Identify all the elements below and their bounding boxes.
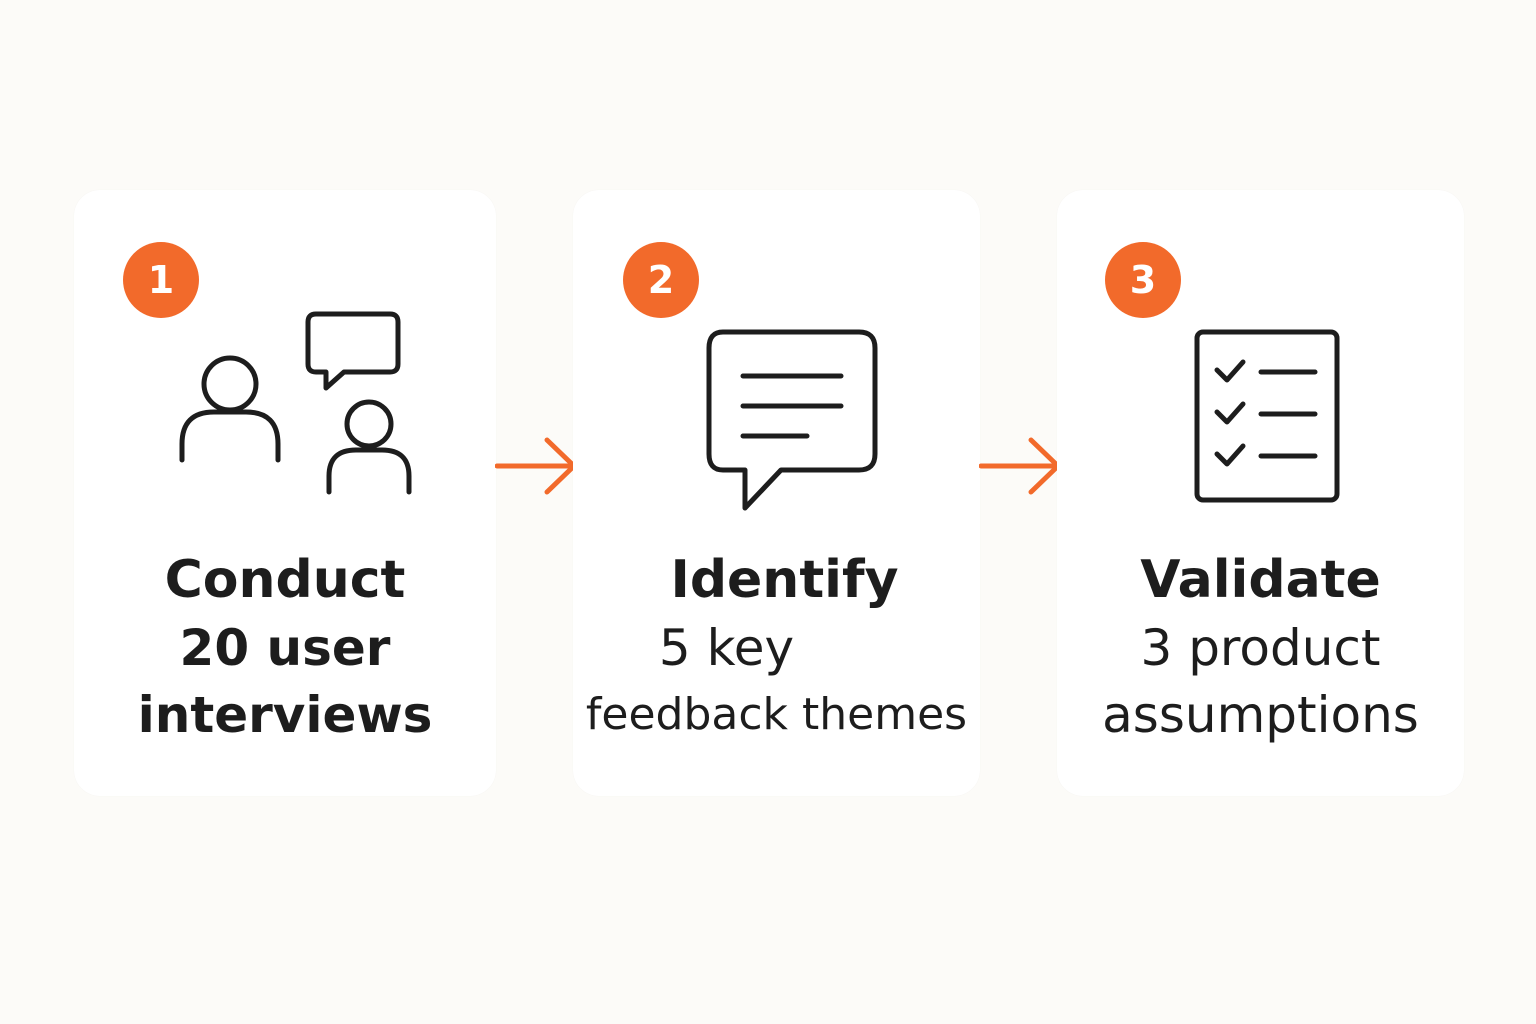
arrow-right-icon	[495, 437, 577, 495]
people-talking-icon	[179, 311, 412, 495]
checklist-icon	[1194, 329, 1340, 503]
step-card-3: 3 Validate 3 product assumptions	[1057, 190, 1464, 796]
step-detail-line-1: 3 product	[1140, 619, 1381, 677]
step-title: Identify	[670, 550, 899, 610]
step-number-badge: 3	[1105, 242, 1181, 318]
step-number-badge: 2	[623, 242, 699, 318]
speech-bubble-lines-icon	[706, 329, 878, 511]
step-detail-line-2: feedback themes	[585, 689, 968, 740]
step-number-badge: 1	[123, 242, 199, 318]
step-title: Validate	[1140, 550, 1381, 610]
step-card-1: 1 Conduct 20 user interviews	[74, 190, 496, 796]
arrow-right-icon	[979, 437, 1061, 495]
step-detail-line-1: 5 key	[658, 619, 795, 677]
step-detail-line-1: 20 user	[179, 619, 391, 677]
step-card-2: 2 Identify 5 key feedback themes	[573, 190, 980, 796]
step-detail-line-2: assumptions	[1102, 686, 1419, 744]
step-detail-line-2: interviews	[137, 686, 433, 744]
step-title: Conduct	[164, 550, 406, 610]
